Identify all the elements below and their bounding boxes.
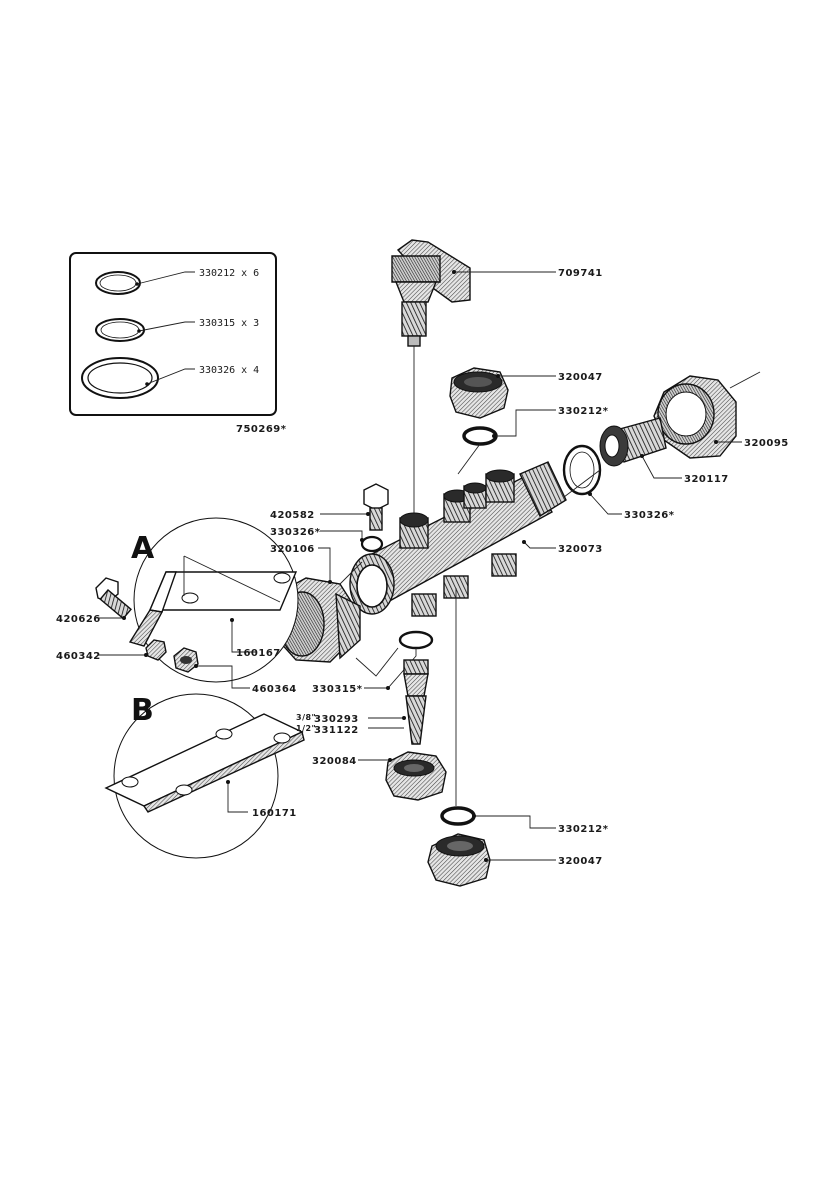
section-a-letter: A — [131, 531, 155, 566]
label-320106: 320106 — [270, 544, 315, 555]
label-160171: 160171 — [252, 808, 297, 819]
section-b-letter: B — [131, 693, 154, 728]
o-ring-330315 — [400, 632, 432, 648]
label-160167: 160167 — [236, 648, 281, 659]
label-420582: 420582 — [270, 510, 315, 521]
label-320047-bottom: 320047 — [558, 856, 603, 867]
label-330326-left: 330326* — [270, 527, 321, 538]
union-nut-320095 — [654, 376, 736, 458]
label-460364: 460364 — [252, 684, 297, 695]
bolt-420582 — [364, 484, 388, 530]
nut-320084 — [386, 752, 446, 800]
label-330293: 330293 — [314, 714, 359, 725]
label-320095: 320095 — [744, 438, 789, 449]
o-ring-330212-top — [464, 428, 496, 444]
label-330315: 330315* — [312, 684, 363, 695]
label-460342: 460342 — [56, 651, 101, 662]
manifold-body-320073 — [350, 462, 566, 616]
kit-item-label: 330315 x 3 — [199, 318, 259, 329]
label-320073: 320073 — [558, 544, 603, 555]
label-330326-right: 330326* — [624, 510, 675, 521]
label-320084: 320084 — [312, 756, 357, 767]
label-709741: 709741 — [558, 268, 603, 279]
label-320047-top: 320047 — [558, 372, 603, 383]
label-330212-top: 330212* — [558, 406, 609, 417]
adapter-320117 — [600, 418, 666, 466]
kit-part-number: 750269* — [236, 424, 287, 435]
hose-barb-330293 — [404, 660, 428, 744]
kit-item-label: 330326 x 4 — [199, 365, 259, 376]
gasket-330326-right — [564, 446, 600, 494]
o-ring-330212-bottom — [442, 808, 474, 824]
label-331122: 331122 — [314, 725, 359, 736]
valve-lever-709741 — [392, 240, 470, 346]
seal-kit-box: 330212 x 6 330315 x 3 330326 x 4 — [70, 253, 276, 415]
gasket-large-icon — [82, 358, 158, 398]
label-420626: 420626 — [56, 614, 101, 625]
gasket-330326-left — [362, 537, 382, 551]
nut-320047-bottom — [428, 834, 490, 886]
kit-item-label: 330212 x 6 — [199, 268, 259, 279]
label-320117: 320117 — [684, 474, 729, 485]
label-330212-bottom: 330212* — [558, 824, 609, 835]
